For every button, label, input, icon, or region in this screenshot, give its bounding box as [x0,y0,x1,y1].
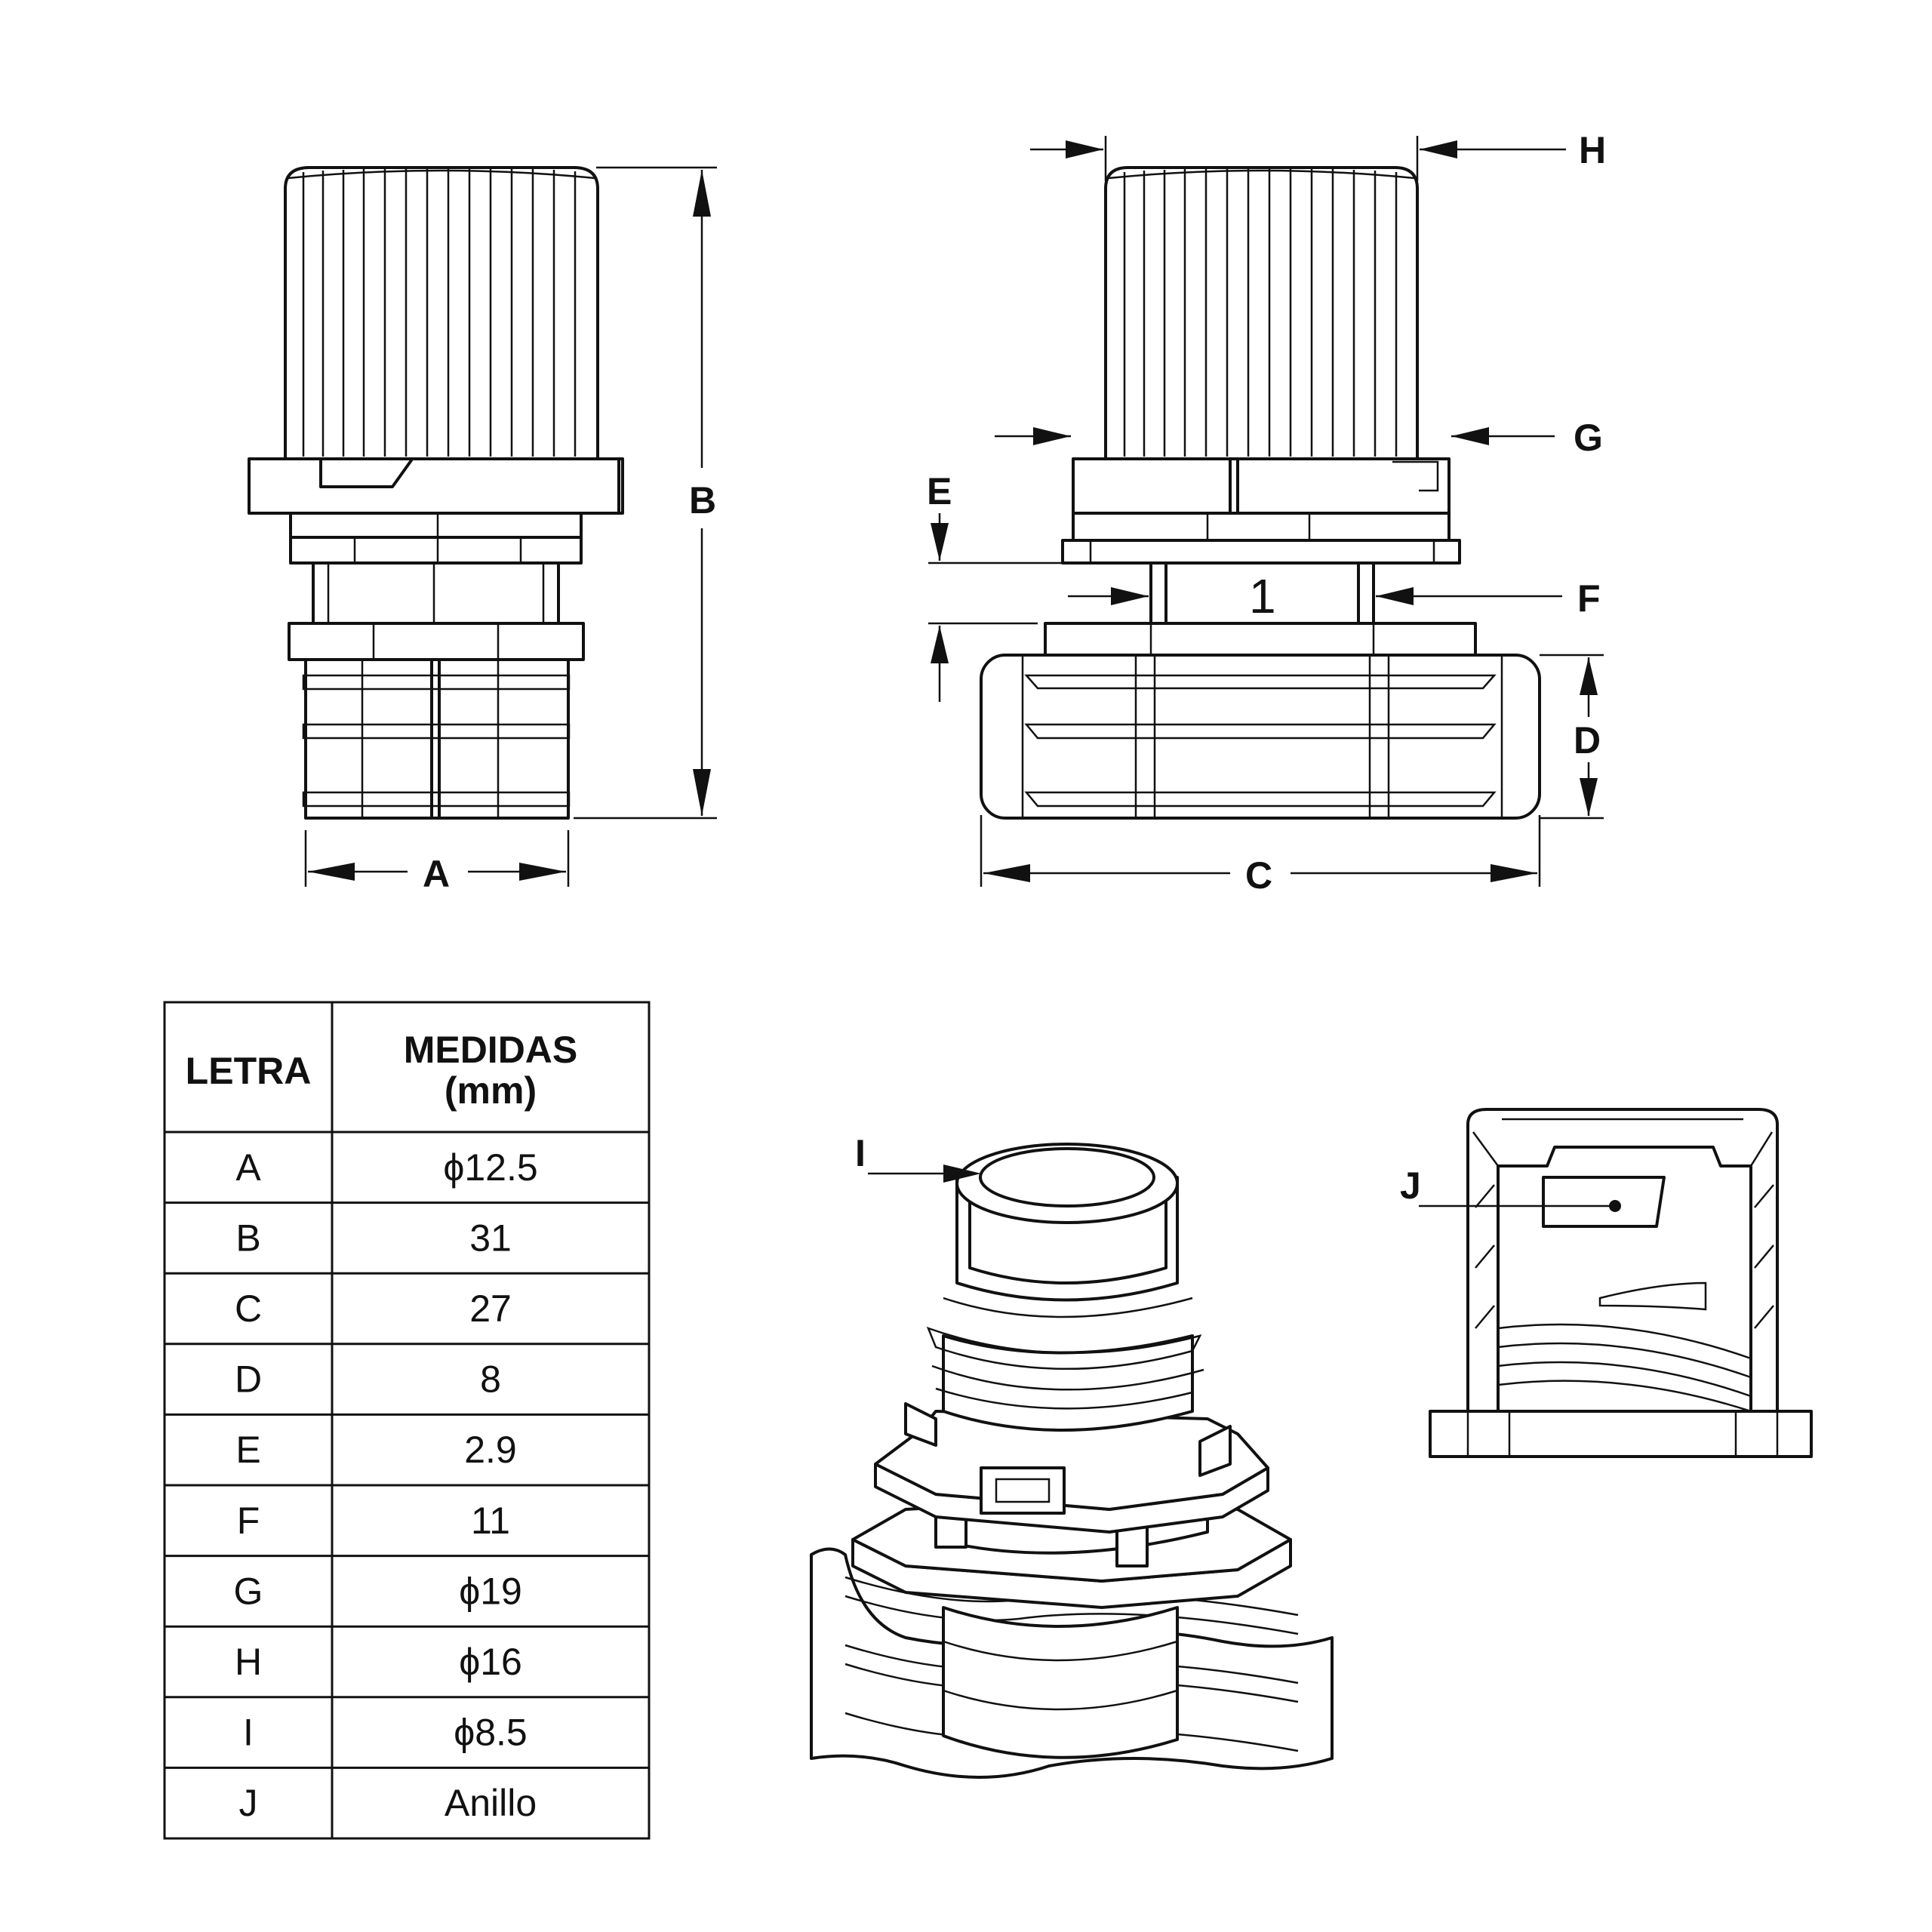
label-f: F [1577,577,1601,620]
section-view [1429,1108,1813,1458]
table-cell-value: Anillo [445,1782,537,1824]
table-cell-value: 27 [469,1287,512,1330]
table-cell-letter: H [235,1641,262,1683]
table-cell-letter: F [237,1500,260,1542]
table-cell-letter: C [235,1287,262,1330]
part-marking: 1 [1249,569,1276,623]
table-row: J Anillo [239,1782,537,1824]
table-cell-value: 2.9 [464,1429,517,1471]
side-view: 1 [980,166,1541,820]
table-cell-value: 31 [469,1217,512,1259]
table-cell-value: 8 [480,1358,501,1401]
table-cell-letter: D [235,1358,262,1401]
table-cell-letter: G [234,1570,263,1612]
dimension-f: F [1068,577,1601,620]
label-g: G [1574,417,1603,459]
header-measure-line1: MEDIDAS [404,1029,578,1071]
header-measure-line2: (mm) [445,1069,537,1112]
dimension-e: E [927,470,1068,702]
table-cell-value: ϕ12.5 [443,1146,537,1189]
table-cell-letter: B [235,1217,260,1259]
header-letter: LETRA [186,1050,312,1092]
label-j: J [1400,1164,1421,1207]
dimension-g: G [995,417,1603,459]
table-cell-letter: I [243,1712,254,1754]
front-view [248,166,624,820]
label-b: B [689,479,716,521]
table-cell-value: ϕ8.5 [454,1712,528,1754]
label-c: C [1245,854,1272,897]
label-e: E [927,470,952,512]
dimension-j: J [1400,1164,1611,1208]
table-cell-value: ϕ16 [459,1641,522,1683]
isometric-view [810,1143,1334,1779]
label-d: D [1574,719,1601,761]
label-h: H [1579,129,1606,171]
dimension-h: H [1030,129,1606,181]
table-row: E 2.9 [235,1429,516,1471]
table-cell-letter: A [235,1146,261,1189]
table-cell-letter: E [235,1429,260,1471]
dimension-b: B [574,166,717,820]
table-cell-value: 11 [471,1500,510,1542]
table-row: C 27 [235,1287,512,1330]
table-cell-letter: J [239,1782,258,1824]
table-cell-value: ϕ19 [459,1570,522,1612]
dimension-d: D [1540,654,1604,820]
table-row: F 11 [237,1500,510,1542]
table-row: B 31 [235,1217,511,1259]
dimension-i: I [855,1132,981,1183]
label-i: I [855,1132,866,1174]
dimension-c: C [980,815,1541,897]
label-a: A [423,853,450,895]
dimension-a: A [304,830,570,895]
